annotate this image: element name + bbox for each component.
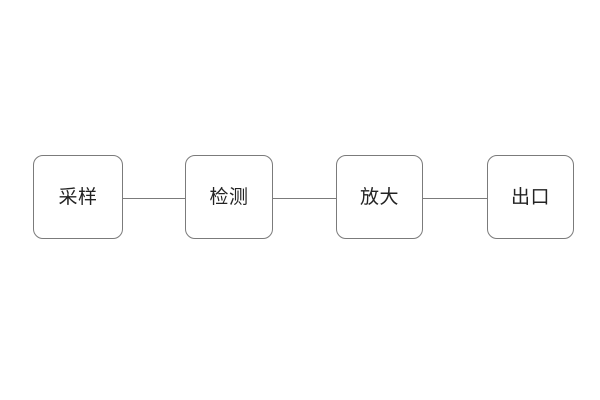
connector-detection-to-amplify <box>273 198 336 199</box>
flow-node-amplify[interactable]: 放大 <box>336 155 423 239</box>
flow-node-label-sampling: 采样 <box>58 185 98 208</box>
flow-node-detection[interactable]: 检测 <box>185 155 273 239</box>
connector-sampling-to-detection <box>123 198 185 199</box>
flow-node-label-amplify: 放大 <box>359 185 399 208</box>
flow-node-label-detection: 检测 <box>209 185 249 208</box>
connector-amplify-to-outlet <box>423 198 487 199</box>
flow-node-sampling[interactable]: 采样 <box>33 155 123 239</box>
flow-node-label-outlet: 出口 <box>510 185 550 208</box>
flow-node-outlet[interactable]: 出口 <box>487 155 574 239</box>
